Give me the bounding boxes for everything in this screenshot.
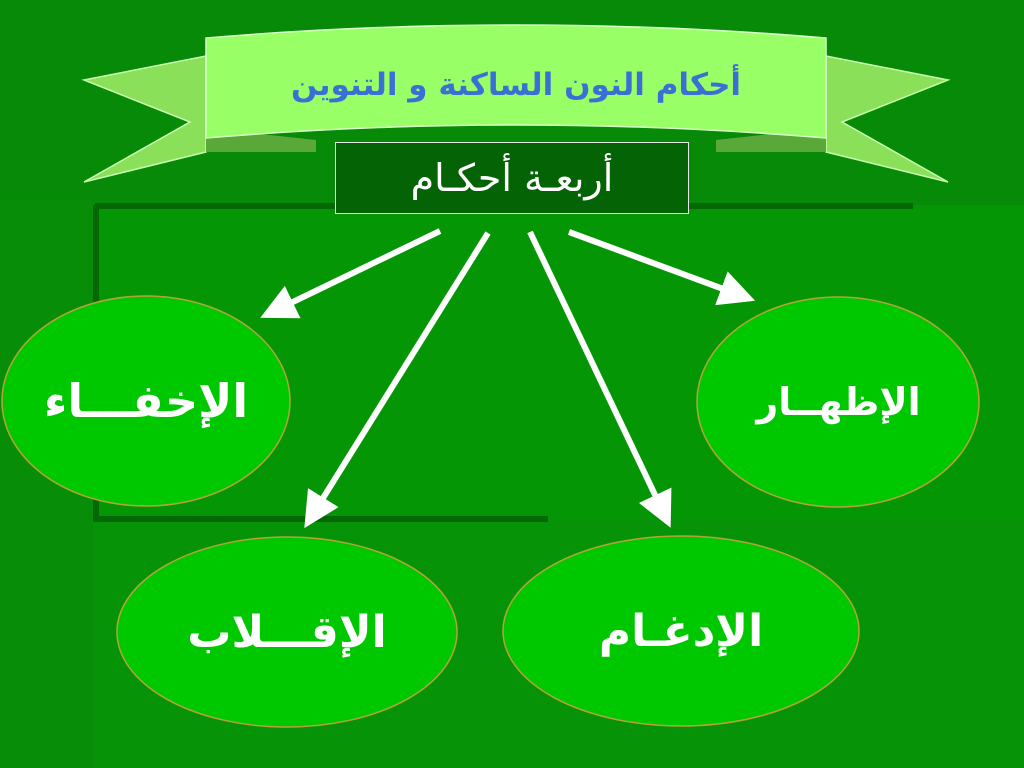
rule-ikhfa-label: الإخفـــاء bbox=[43, 374, 249, 428]
izhar-ellipse bbox=[696, 296, 980, 508]
diagram-title: أحكام النون الساكنة و التنوين bbox=[290, 67, 742, 103]
ribbon-left-tail bbox=[81, 55, 207, 183]
rule-iqlab-label: الإقـــلاب bbox=[187, 606, 387, 658]
rule-idgham-label: الإدغـام bbox=[598, 605, 764, 657]
arrow-to-ikhfa bbox=[260, 228, 442, 319]
title-ribbon bbox=[81, 24, 951, 183]
iqlab-ellipse bbox=[116, 536, 458, 728]
subtitle-box: أربعـة أحكـام bbox=[335, 142, 689, 214]
arrows bbox=[260, 228, 756, 529]
rule-nodes bbox=[1, 295, 980, 728]
rule-izhar-label: الإظهــار bbox=[756, 380, 921, 424]
ribbon-center bbox=[205, 24, 827, 139]
arrow-to-izhar bbox=[567, 229, 756, 306]
arrow-to-iqlab bbox=[304, 231, 491, 529]
arrow-to-idgham bbox=[527, 230, 672, 528]
ikhfa-ellipse bbox=[1, 295, 291, 507]
idgham-ellipse bbox=[502, 535, 860, 727]
ribbon-right-tail bbox=[825, 55, 951, 183]
